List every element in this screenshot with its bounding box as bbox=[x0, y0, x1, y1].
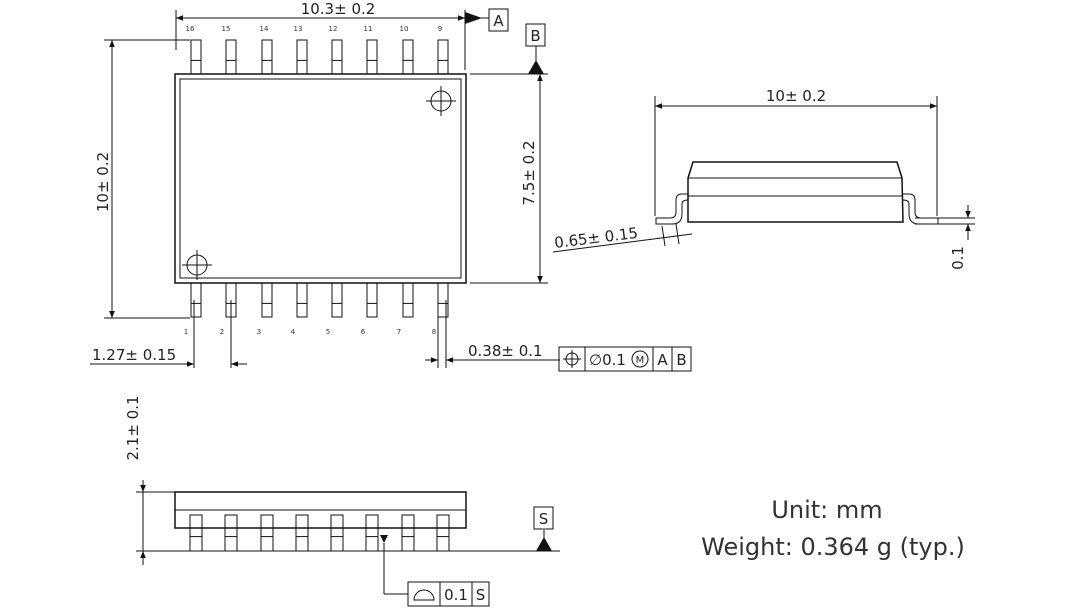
height-dim-label: 10± 0.2 bbox=[94, 152, 112, 212]
lead bbox=[190, 282, 202, 318]
datum-a-label: A bbox=[493, 12, 504, 30]
position-icon bbox=[563, 350, 581, 368]
coplanarity-frame: 0.1 S bbox=[407, 581, 490, 607]
weight-note: Weight: 0.364 g (typ.) bbox=[701, 533, 965, 561]
lead bbox=[295, 514, 309, 552]
pin-label: 2 bbox=[220, 328, 224, 336]
lead bbox=[189, 514, 203, 552]
pin-label: 3 bbox=[257, 328, 261, 336]
lead bbox=[401, 514, 415, 552]
pin-label: 12 bbox=[329, 25, 338, 33]
lead bbox=[402, 39, 414, 75]
notes: Unit: mm Weight: 0.364 g (typ.) bbox=[701, 496, 965, 561]
side-lead-dim-label: 0.65± 0.15 bbox=[553, 224, 639, 252]
top-view-body-inner bbox=[179, 78, 462, 279]
top-view: 16 15 14 13 12 11 10 9 1 2 3 4 5 6 7 8 bbox=[90, 0, 692, 372]
pin-label: 15 bbox=[222, 25, 231, 33]
fcf-datum-b: B bbox=[676, 351, 686, 369]
lead bbox=[224, 514, 238, 552]
front-leads bbox=[189, 514, 450, 552]
lead bbox=[331, 282, 343, 318]
lead bbox=[260, 514, 274, 552]
pin-label: 14 bbox=[260, 25, 269, 33]
side-view-body bbox=[687, 161, 904, 223]
lead bbox=[190, 39, 202, 75]
top-view-body bbox=[174, 73, 467, 284]
height-dimension: 10± 0.2 bbox=[94, 39, 190, 319]
lead bbox=[296, 39, 308, 75]
pitch-dim-label: 1.27± 0.15 bbox=[92, 346, 176, 364]
datum-a-box bbox=[488, 8, 509, 32]
datum-b: B bbox=[525, 23, 546, 74]
width-dim-label: 10.3± 0.2 bbox=[301, 0, 376, 18]
datum-s-box bbox=[533, 506, 554, 530]
lead-width-dim-label: 0.38± 0.1 bbox=[468, 342, 543, 360]
coplanarity-value: 0.1 bbox=[444, 586, 468, 604]
side-right-lead bbox=[902, 193, 939, 225]
index-mark-icon bbox=[426, 86, 456, 116]
top-leads bbox=[190, 39, 449, 75]
pin-label: 8 bbox=[432, 328, 436, 336]
body-height-dim-label: 7.5± 0.2 bbox=[520, 140, 538, 205]
body-height-dimension: 7.5± 0.2 bbox=[470, 73, 548, 284]
lead bbox=[436, 514, 450, 552]
lead bbox=[331, 39, 343, 75]
pin1-mark-icon bbox=[182, 250, 212, 280]
pin-label: 6 bbox=[361, 328, 366, 336]
lead bbox=[296, 282, 308, 318]
side-view: 10± 0.2 0.65± 0.15 0.1 bbox=[552, 87, 975, 270]
mmc-modifier-icon bbox=[631, 350, 649, 368]
pin-label: 7 bbox=[397, 328, 401, 336]
width-dimension: 10.3± 0.2 A bbox=[175, 0, 509, 70]
side-length-dim-label: 10± 0.2 bbox=[766, 87, 826, 105]
lead bbox=[330, 514, 344, 552]
datum-s-label: S bbox=[539, 510, 549, 528]
pin-label: 5 bbox=[326, 328, 330, 336]
pin-label: 1 bbox=[184, 328, 188, 336]
lead bbox=[402, 282, 414, 318]
pitch-dimension: 1.27± 0.15 bbox=[90, 300, 247, 368]
front-height-dim-label: 2.1± 0.1 bbox=[124, 395, 142, 460]
lead bbox=[365, 514, 379, 552]
fcf-modifier: M bbox=[636, 355, 645, 366]
lead bbox=[366, 39, 378, 75]
bottom-pin-labels: 1 2 3 4 5 6 7 8 bbox=[184, 328, 436, 336]
profile-surface-icon bbox=[413, 589, 435, 601]
lead bbox=[366, 282, 378, 318]
pin-label: 4 bbox=[291, 328, 296, 336]
lead bbox=[225, 39, 237, 75]
lead bbox=[261, 282, 273, 318]
pin-label: 9 bbox=[438, 25, 442, 33]
datum-b-label: B bbox=[530, 27, 540, 45]
pin-label: 10 bbox=[400, 25, 409, 33]
lead bbox=[261, 39, 273, 75]
standoff-dim-label: 0.1 bbox=[949, 246, 967, 270]
front-view: 2.1± 0.1 S 0.1 S bbox=[124, 395, 560, 607]
pin-label: 11 bbox=[364, 25, 373, 33]
unit-note: Unit: mm bbox=[771, 496, 882, 524]
lead bbox=[437, 39, 449, 75]
bottom-leads bbox=[190, 282, 449, 318]
pin-label: 13 bbox=[294, 25, 303, 33]
top-pin-labels: 16 15 14 13 12 11 10 9 bbox=[186, 25, 443, 33]
position-tolerance-frame: ∅0.1 M A B bbox=[558, 346, 692, 372]
lead-width-dimension: 0.38± 0.1 bbox=[425, 300, 560, 368]
coplanarity-datum: S bbox=[476, 586, 486, 604]
pin-label: 16 bbox=[186, 25, 195, 33]
fcf-tolerance: ∅0.1 bbox=[589, 351, 626, 369]
fcf-datum-a: A bbox=[657, 351, 668, 369]
side-left-lead bbox=[655, 193, 689, 225]
